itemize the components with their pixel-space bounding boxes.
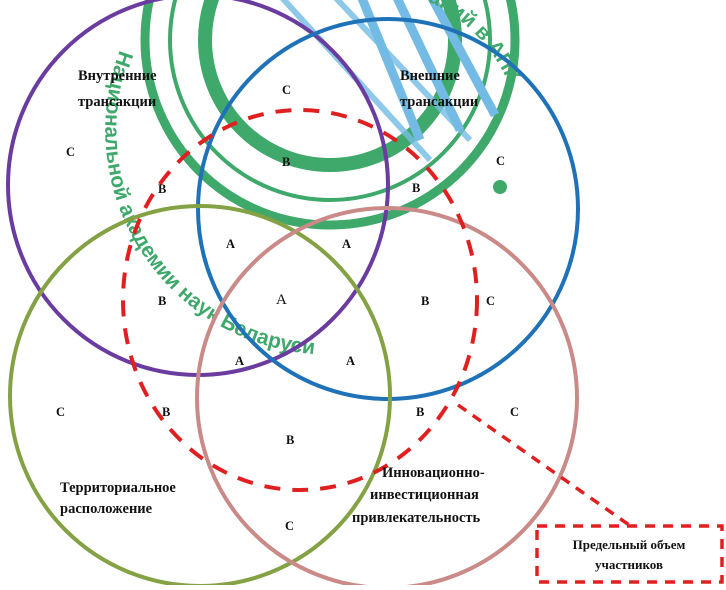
label-innovation-line1: Инновационно- bbox=[382, 465, 485, 481]
zone-b-lower-left: B bbox=[162, 405, 170, 419]
callout-label-line1: Предельный объем bbox=[573, 537, 686, 552]
label-territorial-line1: Территориальное bbox=[60, 480, 176, 496]
zone-b-top: B bbox=[282, 155, 290, 169]
stamp-stripes bbox=[357, 0, 499, 142]
circle-innovation-investment bbox=[195, 206, 579, 590]
zone-c-innovation: C bbox=[510, 405, 519, 419]
zone-b-left: B bbox=[158, 294, 166, 308]
boundary-max-participants bbox=[121, 108, 479, 492]
zone-b-lower-right: B bbox=[416, 405, 424, 419]
stamp-ring-inner bbox=[168, 0, 492, 202]
zone-a-upper-left: A bbox=[226, 237, 235, 251]
label-external-line1: Внешние bbox=[400, 68, 460, 84]
label-innovation-line3: привлекательность bbox=[352, 510, 481, 526]
zone-b-upper-left: B bbox=[158, 182, 166, 196]
stamp-ring-outer bbox=[140, 0, 520, 230]
circle-territorial-location bbox=[8, 204, 392, 588]
zone-c-territorial: C bbox=[56, 405, 65, 419]
zone-a-center: A bbox=[276, 292, 287, 308]
label-external-line2: трансакции bbox=[400, 94, 478, 110]
label-internal-line1: Внутренние bbox=[78, 68, 157, 84]
label-innovation-line2: инвестиционная bbox=[370, 487, 479, 503]
label-territorial-line2: расположение bbox=[60, 501, 153, 517]
label-internal-line2: трансакции bbox=[78, 94, 156, 110]
callout-box bbox=[535, 524, 724, 584]
zone-c-top: C bbox=[282, 83, 291, 97]
zone-b-right: B bbox=[421, 294, 429, 308]
zone-c-right: C bbox=[486, 294, 495, 308]
zone-c-external: C bbox=[496, 154, 505, 168]
stamp-dot bbox=[493, 180, 507, 194]
zone-b-bottom: B bbox=[286, 433, 294, 447]
callout-label-line2: участников bbox=[595, 557, 663, 572]
zone-c-internal: C bbox=[66, 145, 75, 159]
zone-c-bottom: C bbox=[285, 519, 294, 533]
zone-a-upper-right: A bbox=[342, 237, 351, 251]
zone-a-lower-right: A bbox=[346, 354, 355, 368]
zone-a-lower-left: A bbox=[235, 354, 244, 368]
zone-b-upper-right: B bbox=[412, 181, 420, 195]
